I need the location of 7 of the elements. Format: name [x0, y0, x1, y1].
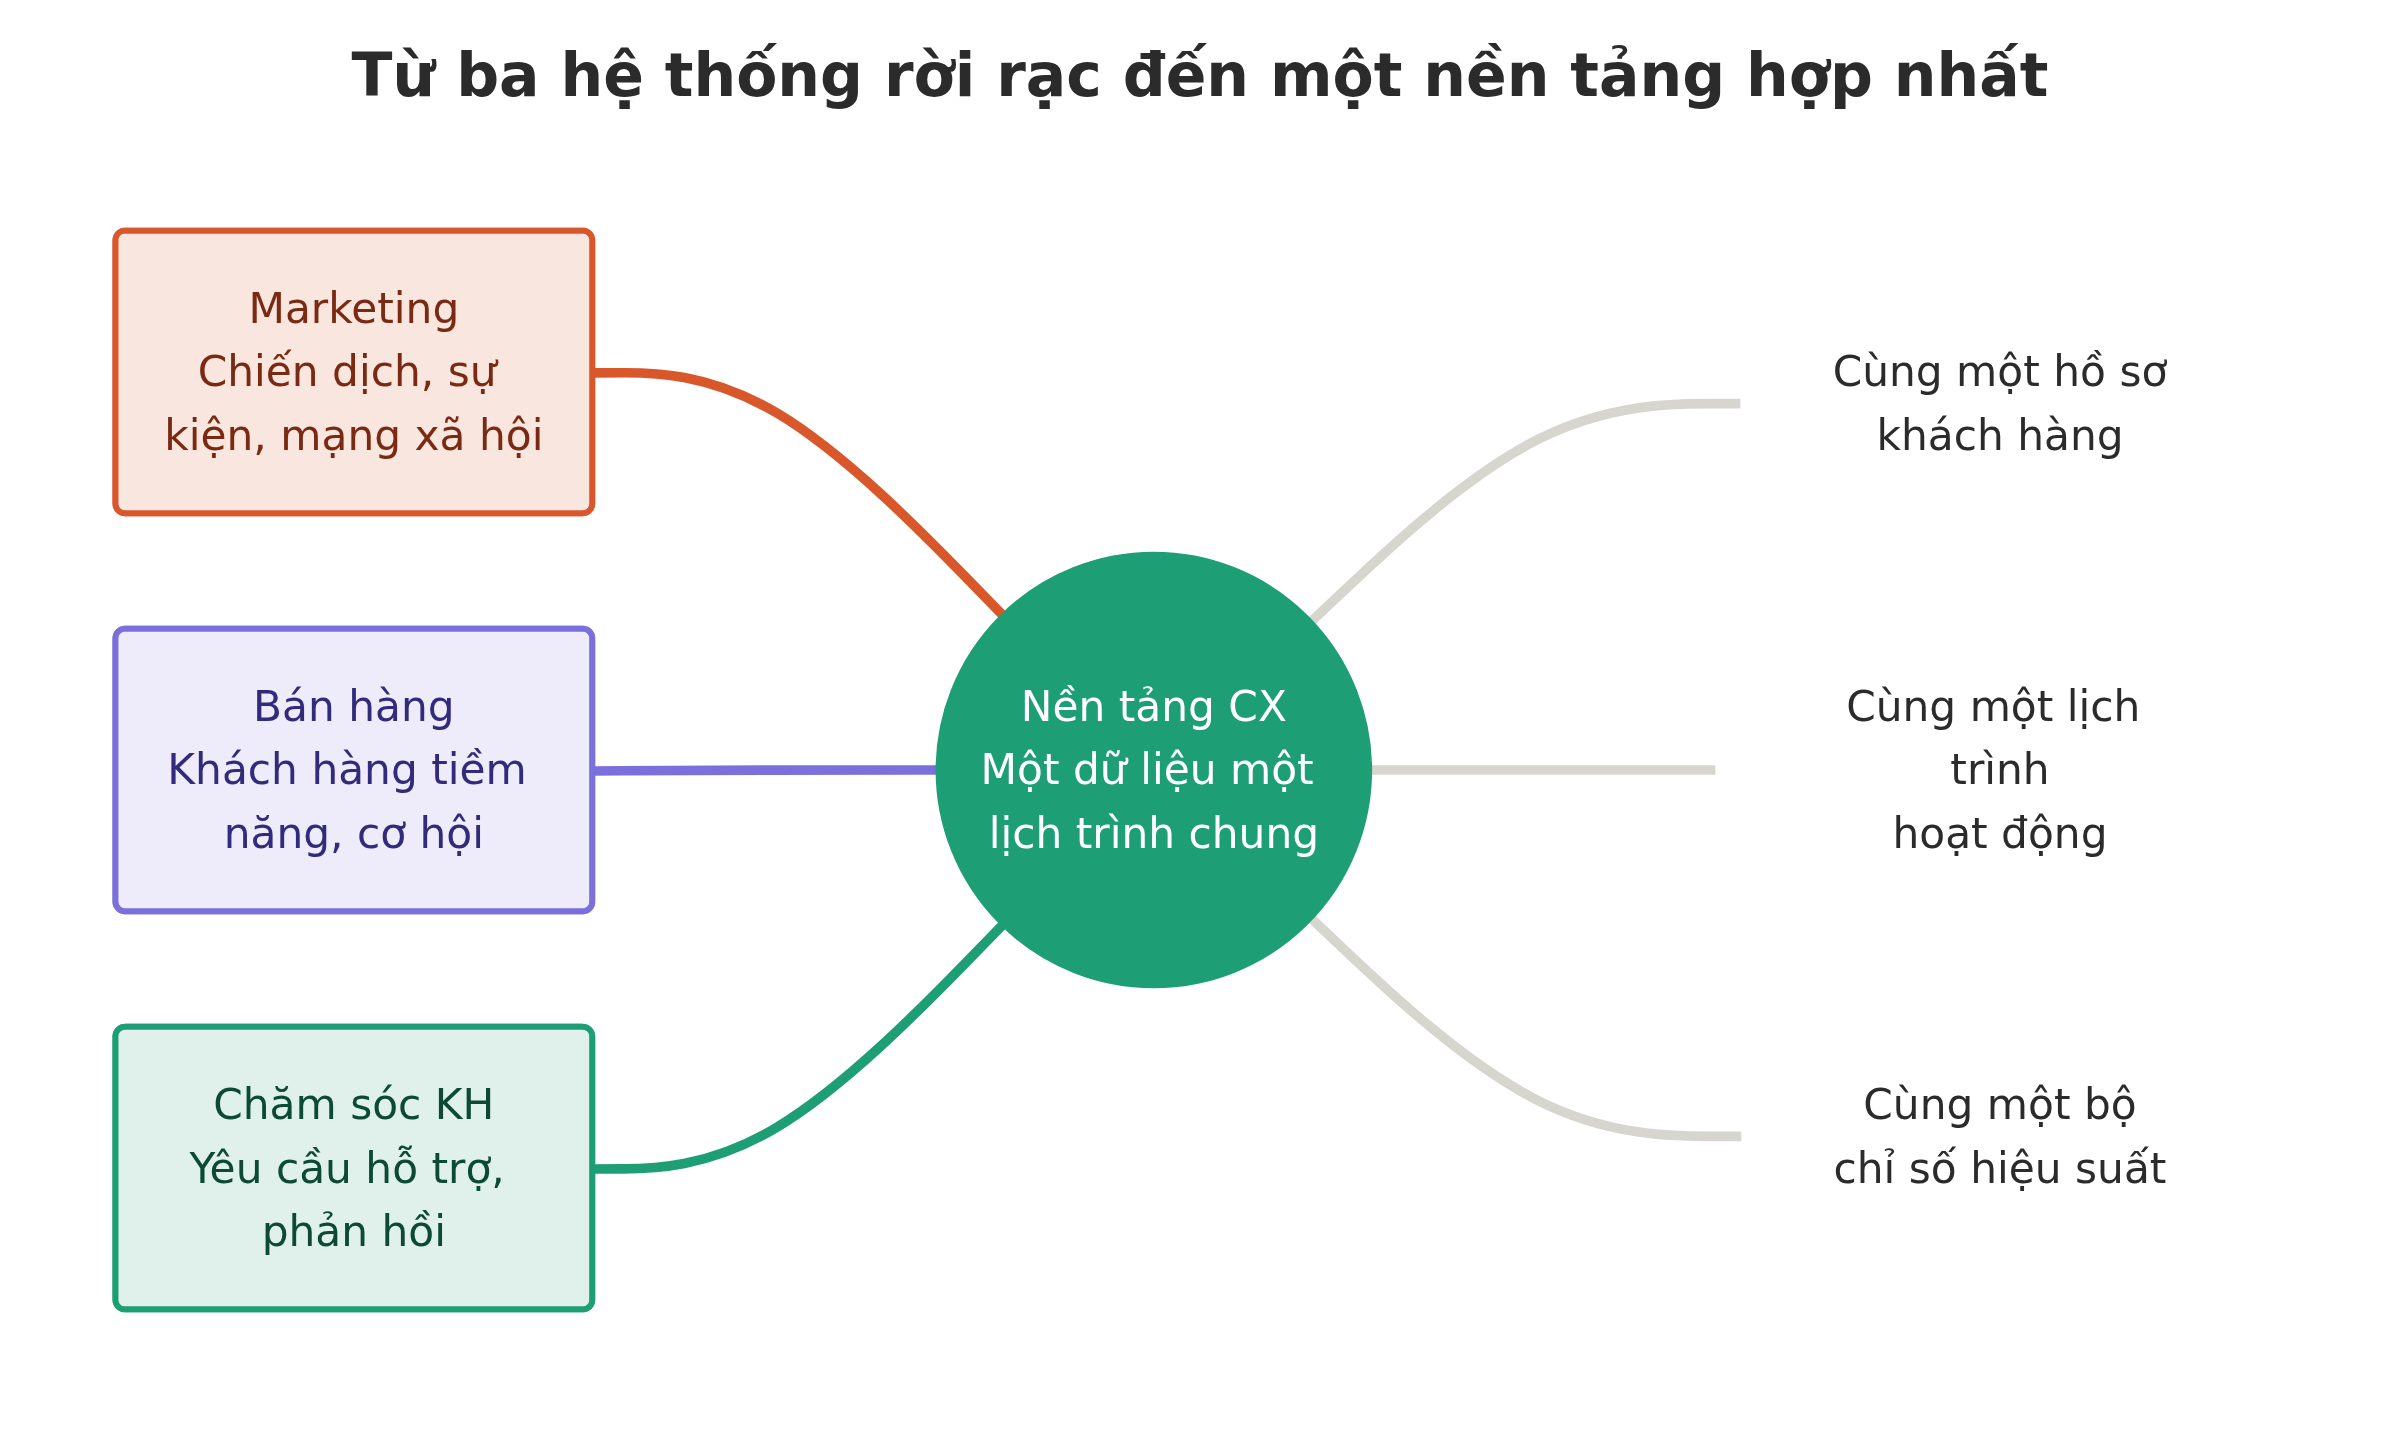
connector [1307, 914, 1742, 1142]
node-text: Cùng một hồ sơ khách hàng [1832, 347, 2168, 460]
diagram-title: Từ ba hệ thống rời rạc đến một nền tảng hợp nhất [350, 40, 2050, 110]
node-circle: Nền tảng CX Một dữ liệu một lịch trình chung [935, 551, 1373, 989]
node-text: Cùng một lịch trình hoạt động [1846, 682, 2141, 858]
connector [1307, 398, 1741, 626]
node-text: Cùng một bộ chỉ số hiệu suất [1833, 1080, 2167, 1193]
